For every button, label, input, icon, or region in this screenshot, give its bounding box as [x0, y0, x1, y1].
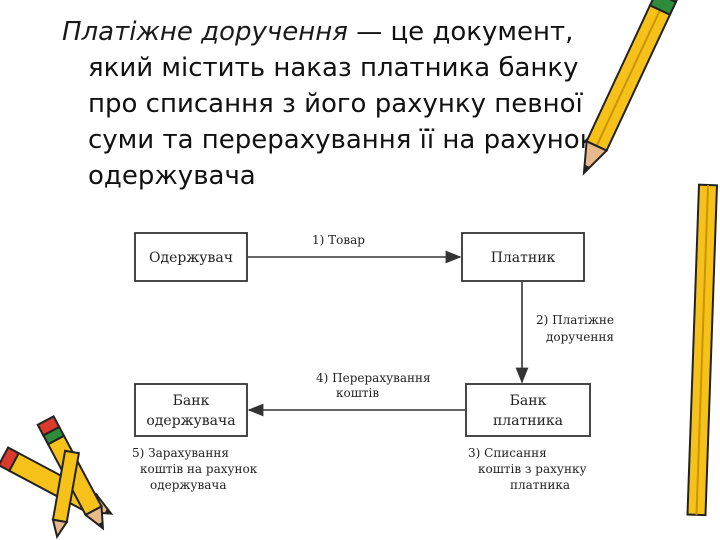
- step-3-label-2: коштів з рахунку: [478, 462, 587, 476]
- step-4-label-1: 4) Перерахування: [316, 371, 431, 385]
- recipient-box: Одержувач: [134, 232, 248, 282]
- step-1-label: 1) Товар: [312, 233, 365, 247]
- definition-line-2: який містить наказ платника банку: [88, 53, 579, 83]
- recipient-label: Одержувач: [149, 250, 233, 266]
- step-5-label-3: одержувача: [150, 478, 227, 492]
- step-2-label-1: 2) Платіжне: [536, 313, 614, 327]
- recipient-bank-box: Банк одержувача: [134, 383, 248, 437]
- step-4-label-2: коштів: [336, 386, 379, 400]
- step-5-label-1: 5) Зарахування: [132, 446, 229, 460]
- definition-line-1-rest: це документ,: [390, 17, 574, 47]
- definition-line-4: суми та перерахування її на рахунок: [88, 125, 596, 155]
- definition-line-1: Платіжне доручення — це документ,: [62, 14, 662, 50]
- definition-term: Платіжне доручення: [62, 17, 348, 47]
- pencil-top-right-icon: [582, 0, 685, 176]
- payer-bank-box: Банк платника: [465, 383, 591, 437]
- recipient-bank-label-2: одержувача: [146, 413, 235, 429]
- step-5-label-2: коштів на рахунок: [140, 462, 258, 476]
- pencil-right-edge-icon: [686, 183, 719, 517]
- definition-line-3: про списання з його рахунку певної: [88, 89, 583, 119]
- payer-box: Платник: [461, 232, 585, 282]
- definition-text: Платіжне доручення — це документ, який м…: [62, 14, 662, 194]
- payer-bank-label-2: платника: [493, 413, 563, 429]
- definition-dash: —: [356, 17, 383, 47]
- recipient-bank-label-1: Банк: [173, 393, 210, 409]
- payer-bank-label-1: Банк: [510, 393, 547, 409]
- step-3-label-3: платника: [510, 478, 570, 492]
- step-3-label-1: 3) Списання: [468, 446, 547, 460]
- step-2-label-2: доручення: [546, 330, 614, 344]
- definition-line-5: одержувача: [88, 161, 256, 191]
- pencil-bottom-left-3-icon: [51, 449, 81, 540]
- payer-label: Платник: [491, 250, 556, 266]
